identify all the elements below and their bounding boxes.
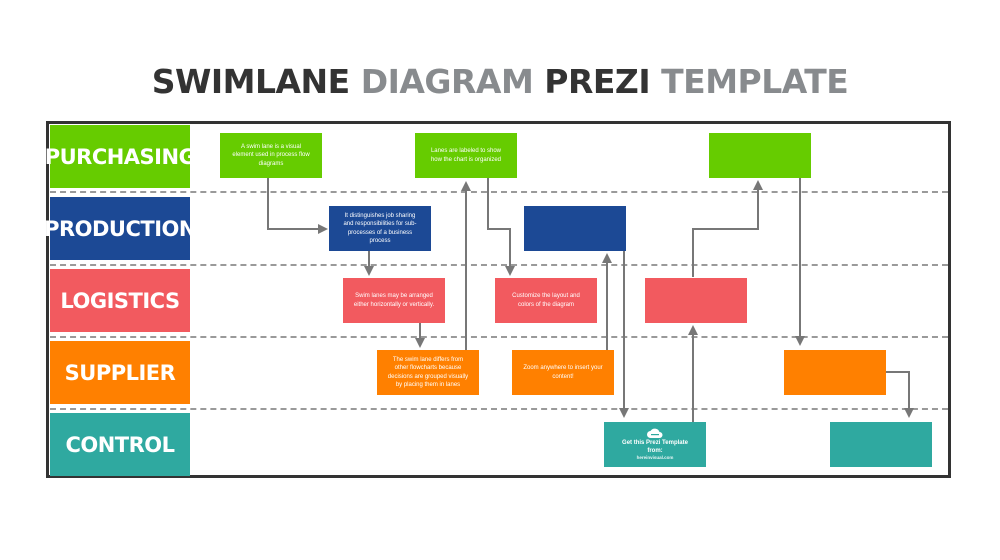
purchasing-box-1: A swim lane is a visual element used in … [220,133,322,178]
purchasing-box-3 [709,133,811,178]
supplier-box-2: Zoom anywhere to insert your content! [512,350,614,395]
lane-label-production: PRODUCTION [44,197,196,260]
control-box-1-url: hereinvisual.com [636,455,674,460]
lane-label-logistics: LOGISTICS [50,269,190,332]
title-word-swimlane: SWIMLANE [151,62,351,101]
lane-divider [50,264,948,266]
arrow-purchasing1-to-production1 [267,178,328,234]
lane-divider [50,191,948,193]
control-box-1: Get this Prezi Template from: hereinvisu… [604,422,706,467]
production-box-2 [524,206,626,251]
diagram-frame [46,121,951,478]
supplier-box-3 [784,350,886,395]
logistics-box-1: Swim lanes may be arranged either horizo… [343,278,445,323]
arrow-logistics3-to-purchasing3 [692,180,763,277]
diagram-title: SWIMLANE DIAGRAM PREZI TEMPLATE [0,62,1000,102]
arrow-purchasing2-to-logistics2 [487,178,515,276]
lane-divider [50,336,948,338]
title-word-prezi: PREZI [544,62,651,101]
control-box-1-text: Get this Prezi Template from: [622,440,688,454]
lane-label-supplier: SUPPLIER [50,341,190,404]
control-box-2 [830,422,932,467]
logistics-box-3 [645,278,747,323]
supplier-box-1: The swim lane differs from other flowcha… [377,350,479,395]
logistics-box-2: Customize the layout and colors of the d… [495,278,597,323]
lane-label-control: CONTROL [50,413,190,476]
lane-label-purchasing: PURCHASING [45,125,196,188]
title-word-diagram: DIAGRAM [360,62,534,101]
arrow-supplier3-to-control2 [886,371,914,418]
lane-divider [50,408,948,410]
title-word-template: TEMPLATE [661,62,849,101]
cloud-icon [647,428,663,438]
purchasing-box-2: Lanes are labeled to show how the chart … [415,133,517,178]
production-box-1: It distinguishes job sharing and respons… [329,206,431,251]
